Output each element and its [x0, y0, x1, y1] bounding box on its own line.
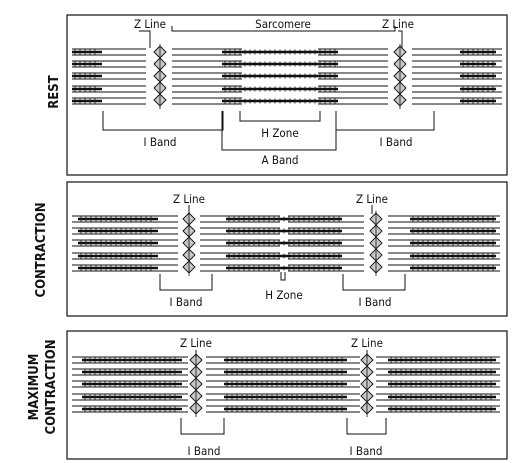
label-i-band-right: I Band [350, 444, 383, 458]
side-label-contraction: CONTRACTION [44, 340, 59, 435]
panel-maximum-contraction: MAXIMUM CONTRACTION Z Line Z Line I Band… [27, 331, 507, 459]
label-h-zone: H Zone [261, 126, 298, 140]
side-label-contraction: CONTRACTION [34, 203, 49, 298]
label-i-band-left: I Band [144, 135, 177, 149]
panel-contraction: CONTRACTION Z Line Z Line I Band H Zone … [34, 182, 507, 316]
label-z-line-left: Z Line [173, 192, 205, 206]
label-a-band: A Band [262, 153, 299, 167]
label-h-zone: H Zone [265, 288, 302, 302]
label-z-line-right: Z Line [356, 192, 388, 206]
side-label-rest: REST [47, 75, 62, 108]
label-i-band-left: I Band [170, 295, 203, 309]
label-z-line-left: Z Line [180, 336, 212, 350]
panel-rest-frame [67, 15, 507, 175]
side-label-maximum: MAXIMUM [27, 354, 42, 421]
label-i-band-right: I Band [380, 135, 413, 149]
label-i-band-left: I Band [188, 444, 221, 458]
label-z-line-right: Z Line [351, 336, 383, 350]
label-i-band-right: I Band [359, 295, 392, 309]
label-z-line-right: Z Line [382, 17, 414, 31]
label-sarcomere: Sarcomere [255, 17, 311, 31]
label-z-line-left: Z Line [134, 17, 166, 31]
panel-rest: REST Z Line Sarcomere Z Line I Band H Zo… [47, 15, 507, 175]
